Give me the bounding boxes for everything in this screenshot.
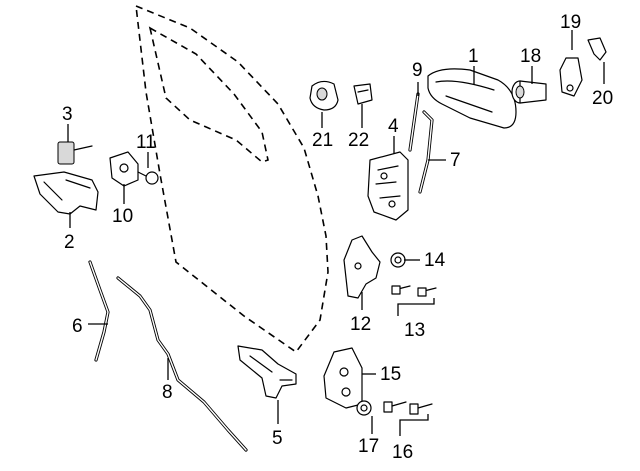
- callout-20: 20: [592, 88, 613, 109]
- latch-bracket: [343, 235, 381, 299]
- nut-14: [390, 252, 406, 268]
- callout-18: 18: [520, 46, 541, 67]
- callout-14: 14: [424, 250, 446, 271]
- callout-1: 1: [468, 46, 479, 67]
- exterior-door-handle: [427, 68, 517, 129]
- callout-22: 22: [348, 130, 369, 151]
- screw-11: [137, 171, 159, 185]
- rod-6: [88, 260, 110, 362]
- callout-8: 8: [162, 382, 173, 403]
- lower-bracket: [237, 345, 297, 399]
- callout-11: 11: [136, 132, 156, 153]
- bumper: [309, 80, 339, 111]
- callout-21: 21: [312, 130, 333, 151]
- callout-13: 13: [404, 320, 425, 341]
- handle-pad: [57, 141, 93, 165]
- lower-latch: [323, 347, 363, 409]
- lock-cylinder: [511, 80, 547, 104]
- door-outline: [135, 4, 329, 354]
- lock-clip: [587, 37, 607, 61]
- nut-17: [356, 400, 372, 416]
- rod-7: [418, 110, 434, 194]
- callout-16: 16: [392, 442, 413, 463]
- callout-7: 7: [450, 150, 461, 171]
- callout-6: 6: [72, 316, 83, 337]
- bolts-16: [383, 401, 433, 415]
- clip-22: [353, 83, 373, 105]
- callout-10: 10: [112, 206, 133, 227]
- callout-2: 2: [64, 232, 75, 253]
- callout-5: 5: [272, 428, 283, 449]
- callout-4: 4: [388, 116, 399, 137]
- callout-3: 3: [62, 104, 73, 125]
- callout-labels: 1 2 3 4 5 6 7 8 9 10 11 12 13 14 15 16 1…: [62, 12, 613, 463]
- handle-clip: [109, 151, 139, 187]
- callout-9: 9: [412, 60, 423, 81]
- callout-19: 19: [560, 12, 581, 33]
- callout-15: 15: [380, 364, 401, 385]
- lock-lever: [559, 57, 583, 97]
- door-latch-assembly: [367, 151, 409, 221]
- interior-door-handle: [33, 171, 99, 215]
- rod-9: [408, 92, 420, 152]
- callout-17: 17: [358, 436, 379, 457]
- callout-12: 12: [350, 314, 371, 335]
- leader-lines: [67, 30, 605, 436]
- rod-8: [116, 276, 248, 452]
- bolts-13: [391, 285, 437, 297]
